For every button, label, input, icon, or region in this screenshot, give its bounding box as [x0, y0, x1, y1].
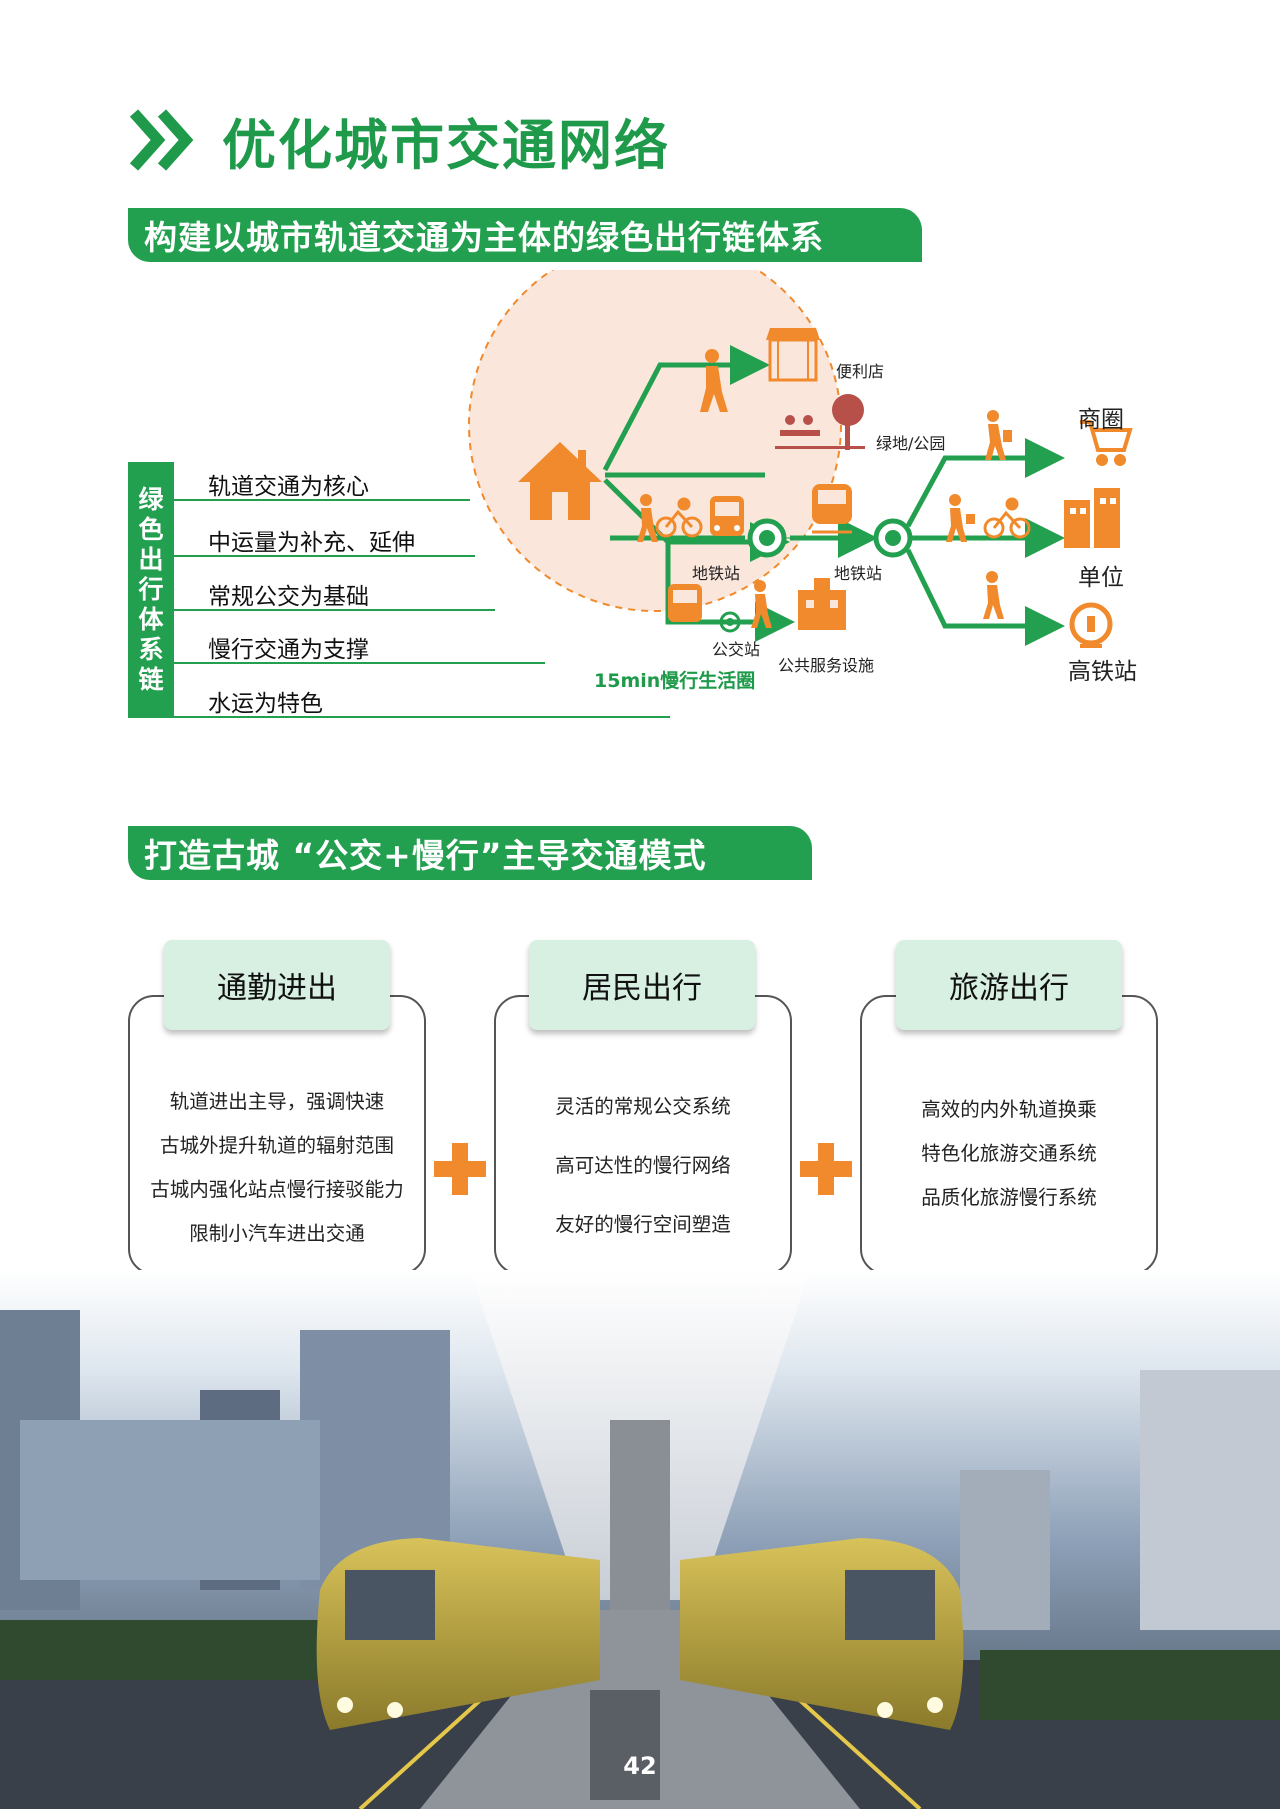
card-line: 古城外提升轨道的辐射范围 — [159, 1134, 394, 1157]
double-chevron-icon — [129, 109, 194, 171]
page-title: 优化城市交通网络 — [222, 113, 670, 177]
cart-icon — [1080, 420, 1133, 466]
walker-icon-lower-right — [983, 571, 1004, 619]
mode-card-title-residents: 居民出行 — [529, 940, 755, 1030]
fifteen-minute-circle — [468, 270, 842, 612]
walker-icon-bottom — [751, 580, 772, 628]
chain-title-char: 行 — [138, 575, 164, 604]
chain-item-water-transport: 水运为特色 — [208, 691, 323, 717]
chain-item-slow-traffic: 慢行交通为支撑 — [208, 637, 369, 663]
card-line: 高效的内外轨道换乘 — [921, 1098, 1097, 1121]
chain-title-char: 色 — [138, 515, 164, 544]
card-line: 限制小汽车进出交通 — [189, 1222, 365, 1245]
label-public-service: 公共服务设施 — [778, 656, 875, 675]
label-bus-stop: 公交站 — [712, 640, 761, 659]
mode-card-commute: 轨道进出主导，强调快速 古城外提升轨道的辐射范围 古城内强化站点慢行接驳能力 限… — [128, 995, 426, 1275]
page-header: 优化城市交通网络 — [128, 100, 670, 180]
plus-icon — [434, 1143, 486, 1195]
green-travel-chain-label: 绿 色 出 行 体 系 链 — [128, 462, 174, 718]
cyclist-icon-middle — [655, 497, 703, 538]
section-banner-green-chain: 构建以城市轨道交通为主体的绿色出行链体系 — [128, 208, 922, 262]
building-icon — [798, 578, 846, 630]
chain-item-rail-core: 轨道交通为核心 — [208, 474, 369, 500]
chain-item-medium-capacity: 中运量为补充、延伸 — [208, 530, 415, 556]
fifteen-minute-circle-caption: 15min慢行生活圈 — [594, 670, 756, 692]
chain-item-conventional-bus: 常规公交为基础 — [208, 584, 369, 610]
label-metro-station-1: 地铁站 — [692, 564, 741, 583]
mode-card-tourism: 高效的内外轨道换乘 特色化旅游交通系统 品质化旅游慢行系统 — [860, 995, 1158, 1275]
walker-icon-top — [700, 349, 728, 412]
label-metro-station-2: 地铁站 — [834, 564, 883, 583]
house-icon — [518, 442, 602, 520]
chain-title-char: 绿 — [138, 485, 164, 514]
chain-title-char: 出 — [138, 545, 164, 574]
diagram-graphics — [174, 270, 1133, 718]
tram-station-illustration — [0, 1270, 1280, 1809]
bus-icon-bottom — [668, 584, 702, 622]
label-workplace: 单位 — [1078, 565, 1124, 591]
card-line: 灵活的常规公交系统 — [555, 1095, 731, 1118]
walker-icon-middle — [637, 494, 658, 542]
train-icon — [812, 484, 852, 534]
label-green-park: 绿地/公园 — [876, 434, 946, 453]
card-line: 古城内强化站点慢行接驳能力 — [150, 1178, 404, 1201]
card-line: 品质化旅游慢行系统 — [921, 1186, 1097, 1209]
card-line: 特色化旅游交通系统 — [921, 1142, 1097, 1165]
page-number: 42 — [623, 1752, 657, 1780]
tram-station-photo — [0, 1270, 1280, 1809]
card-lines: 高效的内外轨道换乘 特色化旅游交通系统 品质化旅游慢行系统 — [862, 1093, 1156, 1210]
cyclist-icon-right — [983, 497, 1031, 539]
plus-icon — [800, 1143, 852, 1195]
label-convenience-store: 便利店 — [836, 362, 885, 381]
chain-title-char: 系 — [138, 635, 164, 664]
card-lines: 灵活的常规公交系统 高可达性的慢行网络 友好的慢行空间塑造 — [496, 1090, 790, 1237]
chain-title-char: 链 — [138, 665, 164, 694]
mode-card-title-commute: 通勤进出 — [164, 940, 390, 1030]
green-travel-chain-diagram: 绿 色 出 行 体 系 链 轨道交通为核心 中运量为补充、延伸 常规公交为基础 … — [0, 270, 1280, 740]
walker-icon-right — [946, 494, 975, 542]
mode-card-residents: 灵活的常规公交系统 高可达性的慢行网络 友好的慢行空间塑造 — [494, 995, 792, 1275]
section-banner-transit-mode: 打造古城 “公交+慢行”主导交通模式 — [128, 826, 812, 880]
store-icon — [766, 328, 820, 382]
tram-right — [680, 1538, 964, 1730]
label-high-speed-rail: 高铁站 — [1068, 659, 1137, 685]
park-icon — [775, 394, 865, 450]
card-line: 轨道进出主导，强调快速 — [169, 1090, 385, 1113]
office-icon — [1064, 488, 1120, 548]
card-lines: 轨道进出主导，强调快速 古城外提升轨道的辐射范围 古城内强化站点慢行接驳能力 限… — [130, 1085, 424, 1246]
tram-left — [316, 1538, 600, 1730]
shopper-walker-icon — [985, 410, 1012, 460]
card-line: 友好的慢行空间塑造 — [555, 1213, 731, 1236]
card-line: 高可达性的慢行网络 — [555, 1154, 731, 1177]
label-shopping: 商圈 — [1078, 407, 1124, 433]
rail-logo-icon — [1069, 602, 1113, 648]
bus-icon-middle — [710, 496, 744, 536]
mode-card-title-tourism: 旅游出行 — [896, 940, 1122, 1030]
chain-title-char: 体 — [138, 605, 164, 634]
